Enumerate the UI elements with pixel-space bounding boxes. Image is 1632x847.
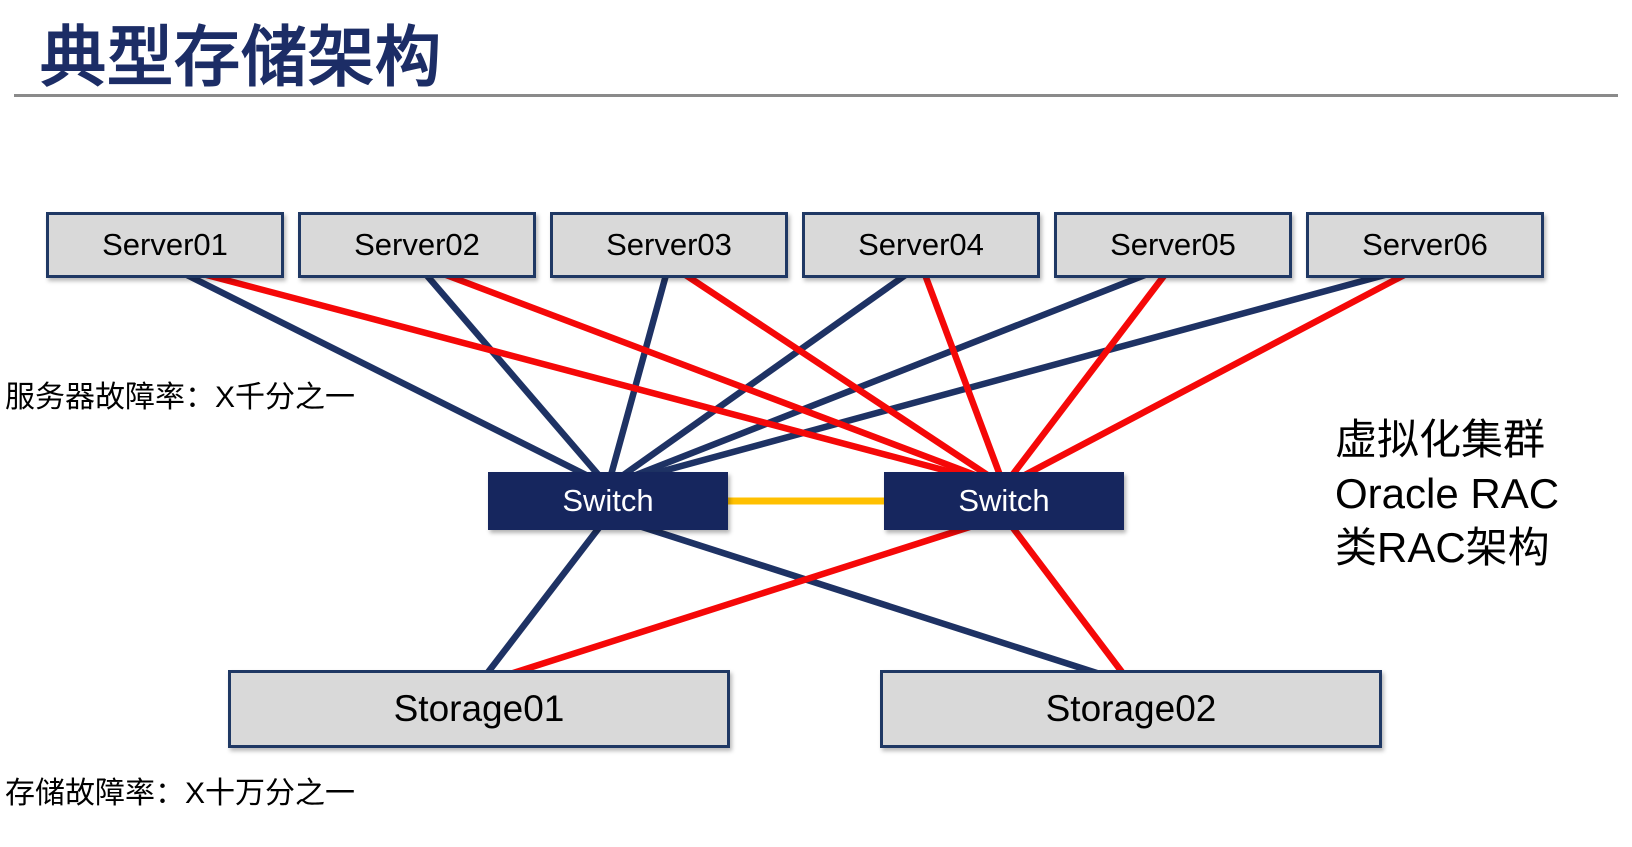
storage01-box: Storage01 [228, 670, 730, 748]
server03-label: Server03 [606, 227, 732, 262]
server04-box: Server04 [802, 212, 1040, 278]
storage-failure-note: 存储故障率：X十万分之一 [5, 777, 356, 810]
switch-left-label: Switch [562, 483, 654, 518]
cluster-note-line-2: Oracle RAC [1335, 470, 1560, 517]
link-server3-switchA [604, 263, 673, 487]
link-switchB-storage1 [478, 512, 1005, 688]
link-server1-switchA [163, 261, 610, 489]
server02-box: Server02 [298, 212, 536, 278]
link-switchA-storage1 [476, 514, 611, 686]
link-server1-switchB [164, 260, 1005, 490]
server05-box: Server05 [1054, 212, 1292, 278]
link-server5-switchB [1001, 262, 1176, 488]
server01-box: Server01 [46, 212, 284, 278]
link-server4-switchB [917, 262, 1008, 488]
server-failure-note: 服务器故障率：X千分之一 [5, 381, 356, 414]
server03-box: Server03 [550, 212, 788, 278]
link-server2-switchA [414, 261, 611, 489]
link-server2-switchB [415, 260, 1006, 490]
storage01-label: Storage01 [393, 688, 565, 729]
server05-label: Server05 [1110, 227, 1236, 262]
link-server6-switchB [1002, 261, 1427, 489]
server06-label: Server06 [1362, 227, 1488, 262]
page-title: 典型存储架构 [40, 20, 442, 94]
switch-left-box: Switch [488, 472, 728, 530]
server02-label: Server02 [354, 227, 480, 262]
link-server6-switchA [607, 260, 1426, 490]
cluster-note-line-1: 虚拟化集群 [1335, 416, 1546, 463]
link-switchA-storage2 [607, 512, 1132, 688]
switch-right-label: Switch [958, 483, 1050, 518]
server04-label: Server04 [858, 227, 984, 262]
link-switchB-storage2 [1001, 514, 1134, 686]
switch-right-box: Switch [884, 472, 1124, 530]
link-server5-switchA [606, 260, 1175, 490]
link-server3-switchB [667, 261, 1006, 489]
title-divider [14, 94, 1618, 97]
cluster-note: 虚拟化集群 Oracle RAC 类RAC架构 [1335, 413, 1559, 575]
storage02-box: Storage02 [880, 670, 1382, 748]
server01-label: Server01 [102, 227, 228, 262]
cluster-note-line-3: 类RAC架构 [1335, 524, 1550, 571]
storage02-label: Storage02 [1045, 688, 1217, 729]
link-server4-switchA [606, 261, 923, 489]
server06-box: Server06 [1306, 212, 1544, 278]
